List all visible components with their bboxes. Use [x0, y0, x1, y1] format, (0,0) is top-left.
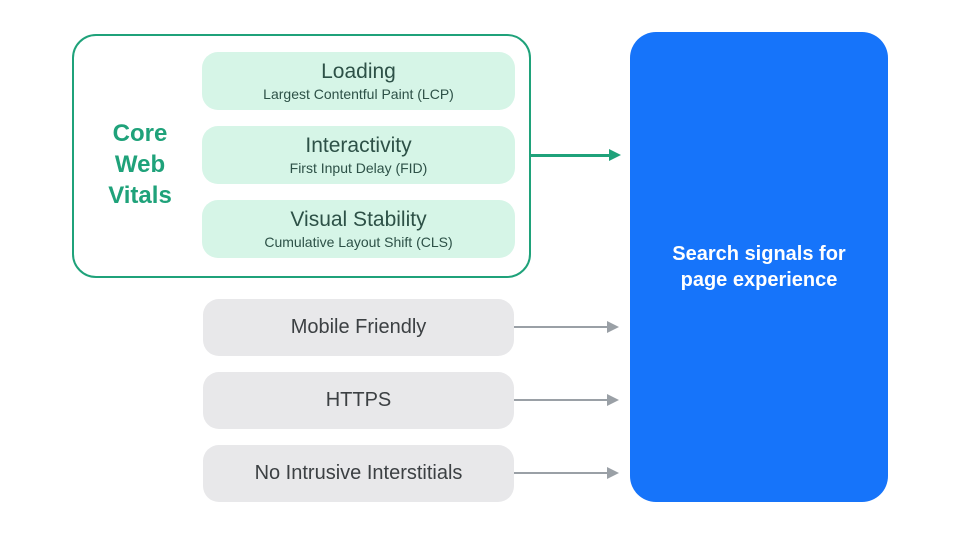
vital-subheading: Largest Contentful Paint (LCP)	[263, 85, 454, 102]
https-arrow-icon	[514, 399, 607, 401]
vital-subheading: First Input Delay (FID)	[289, 159, 428, 176]
signal-card-https: HTTPS	[203, 372, 514, 429]
mobile-friendly-arrow-icon	[514, 326, 607, 328]
signal-card-no-intrusive-interstitials: No Intrusive Interstitials	[203, 445, 514, 502]
signal-label: Mobile Friendly	[290, 316, 427, 338]
search-signals-label: Search signals for page experience	[672, 243, 846, 291]
core-web-vitals-arrow-icon	[531, 154, 609, 157]
no-intrusive-interstitials-arrow-icon	[514, 472, 607, 474]
search-signals-box: Search signals for page experience	[630, 32, 888, 502]
core-web-vitals-title: Core Web Vitals	[108, 120, 172, 209]
vital-card-visual-stability: Visual Stability Cumulative Layout Shift…	[202, 200, 515, 258]
signal-card-mobile-friendly: Mobile Friendly	[203, 299, 514, 356]
vital-card-loading: Loading Largest Contentful Paint (LCP)	[202, 52, 515, 110]
vital-card-interactivity: Interactivity First Input Delay (FID)	[202, 126, 515, 184]
vital-heading: Interactivity	[305, 133, 412, 157]
vital-subheading: Cumulative Layout Shift (CLS)	[264, 233, 453, 250]
vital-heading: Visual Stability	[290, 207, 427, 231]
signal-label: No Intrusive Interstitials	[254, 462, 463, 484]
signal-label: HTTPS	[325, 389, 392, 411]
vital-heading: Loading	[321, 59, 396, 83]
